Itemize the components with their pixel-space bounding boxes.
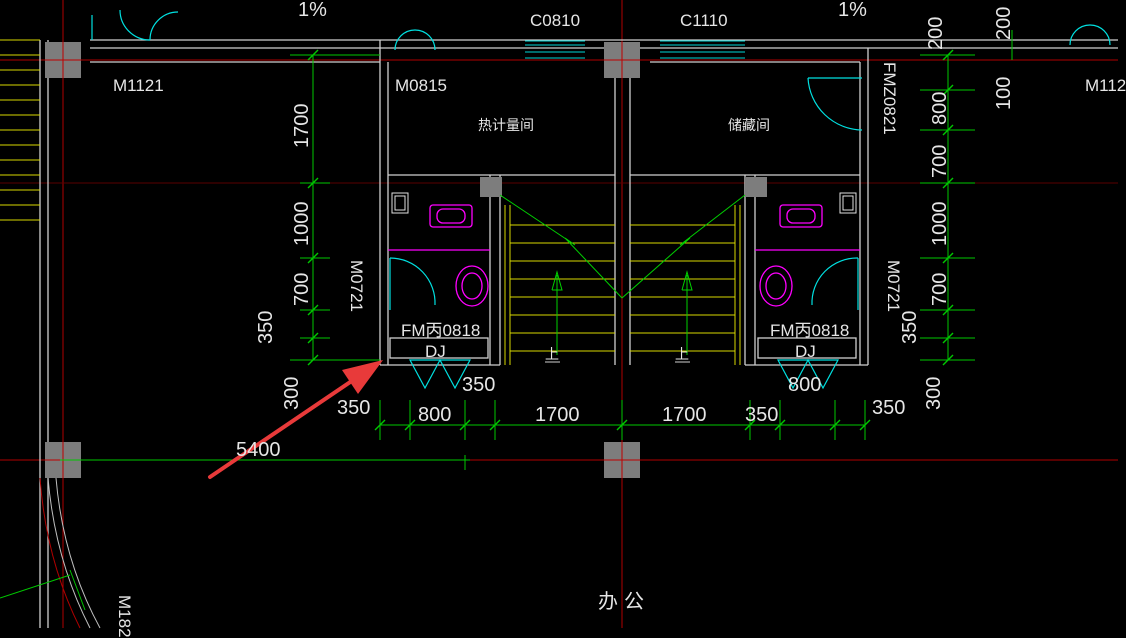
dim-right-700: 700: [929, 144, 951, 178]
dimension-ticks: [307, 49, 954, 431]
dim-bottom-350-b: 350: [745, 404, 779, 426]
window-label-c1110: C1110: [680, 11, 728, 30]
dim-bottom-350-d: 350: [462, 374, 496, 396]
dim-left-1700: 1700: [291, 103, 313, 149]
slope-label-right: 1%: [838, 0, 867, 21]
door-label-m1121-right: M112: [1085, 76, 1126, 95]
dim-right-200: 200: [925, 16, 947, 50]
walls: [39, 39, 1118, 628]
curved-wall: [39, 477, 101, 629]
stair-up-label-right: 上: [675, 346, 689, 362]
door-label-m0721-right: M0721: [884, 260, 903, 312]
dim-left-700: 700: [291, 272, 313, 306]
dim-bottom-800-a: 800: [418, 404, 452, 426]
room-label-heat-meter: 热计量间: [478, 117, 534, 133]
door-label-m0721-left: M0721: [347, 260, 366, 312]
dim-right-800: 800: [929, 91, 951, 125]
curved-wall-dims: [0, 569, 86, 611]
door-arcs: [91, 9, 1111, 390]
door-label-fm0818-right: FM丙0818: [770, 321, 850, 340]
dim-bottom-800-b: 800: [788, 374, 822, 396]
side-stair-hatch: [0, 39, 40, 221]
dim-right-1000: 1000: [929, 201, 951, 247]
dim-left-1000: 1000: [291, 201, 313, 247]
dim-left-300: 300: [281, 376, 303, 410]
door-label-m182: M182: [115, 595, 134, 638]
dim-left-350: 350: [255, 310, 277, 344]
stair-up-label-left: 上: [545, 346, 559, 362]
floor-plan-drawing: [0, 0, 1118, 629]
windows: [525, 40, 745, 59]
dim-right-350: 350: [899, 310, 921, 344]
room-label-storage: 储藏间: [728, 117, 770, 133]
door-label-m1121-left: M1121: [113, 76, 164, 95]
dim-bottom-1700-a: 1700: [535, 404, 580, 426]
dim-bottom-350-a: 350: [337, 397, 371, 419]
dim-far-right-200: 200: [993, 6, 1015, 40]
window-label-c0810: C0810: [530, 11, 581, 30]
water-heaters: [391, 192, 857, 214]
dim-bottom-350-c: 350: [872, 397, 906, 419]
dj-label-left: DJ: [425, 342, 446, 361]
room-label-office: 办公: [598, 591, 650, 613]
dim-right-700b: 700: [929, 272, 951, 306]
dj-label-right: DJ: [795, 342, 816, 361]
door-label-fm0818-left: FM丙0818: [401, 321, 481, 340]
fixtures: [388, 204, 860, 307]
annotation-arrow: [208, 360, 383, 479]
dim-label-5400: 5400: [236, 439, 281, 461]
door-label-fmz0821: FMZ0821: [880, 62, 899, 135]
dim-bottom-1700-b: 1700: [662, 404, 707, 426]
door-label-m0815: M0815: [395, 76, 447, 95]
dim-right-300: 300: [923, 376, 945, 410]
slope-label-left: 1%: [298, 0, 327, 21]
dim-right-100: 100: [993, 76, 1015, 110]
stair-break-lines: [499, 194, 746, 355]
columns: [45, 42, 767, 478]
